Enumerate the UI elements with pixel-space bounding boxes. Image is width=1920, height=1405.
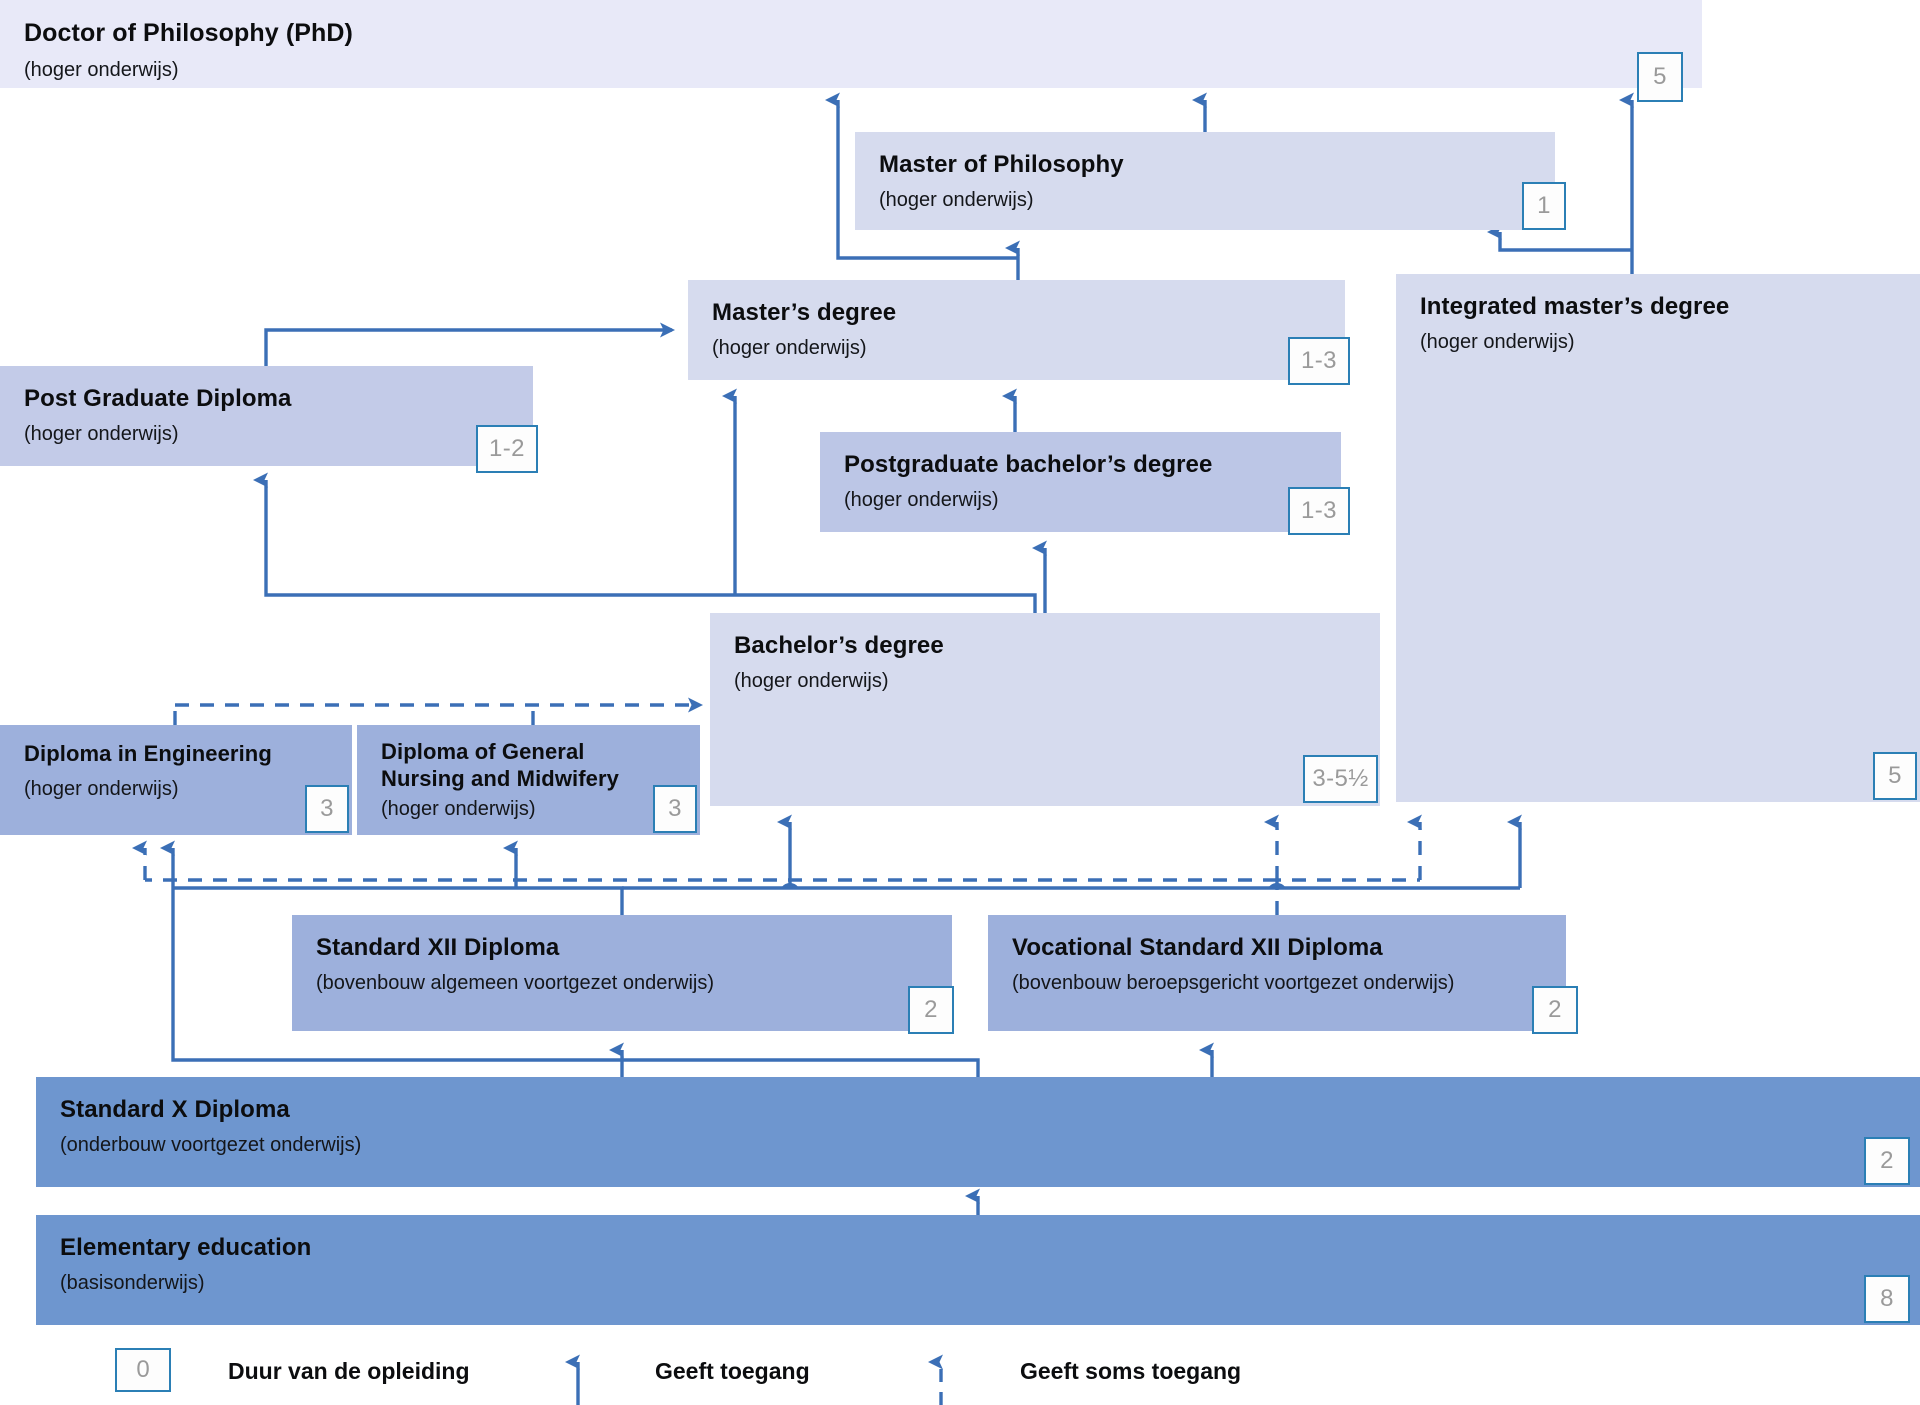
hop-arc-1 <box>781 883 799 890</box>
badge-standard-x-diploma-duration: 2 <box>1864 1137 1910 1185</box>
node-elementary-education-subtitle: (basisonderwijs) <box>60 1272 205 1295</box>
node-elementary-education[interactable]: Elementary education (basisonderwijs) <box>36 1215 1920 1325</box>
node-integrated-masters-degree[interactable]: Integrated master’s degree (hoger onderw… <box>1396 274 1920 802</box>
node-vocational-standard-xii-diploma-title: Vocational Standard XII Diploma <box>1012 934 1383 961</box>
node-postgraduate-bachelors-degree-title: Postgraduate bachelor’s degree <box>844 451 1213 478</box>
node-standard-xii-diploma-subtitle: (bovenbouw algemeen voortgezet onderwijs… <box>316 972 715 995</box>
badge-master-of-philosophy-duration: 1 <box>1522 182 1566 230</box>
node-phd-title: Doctor of Philosophy (PhD) <box>24 19 353 47</box>
badge-postgraduate-bachelors-degree-duration: 1-3 <box>1288 487 1350 535</box>
badge-masters-degree-duration: 1-3 <box>1288 337 1350 385</box>
badge-standard-xii-diploma-duration: 2 <box>908 986 954 1034</box>
node-diploma-nursing-midwifery[interactable]: Diploma of General Nursing and Midwifery… <box>357 725 700 835</box>
legend-access-label: Geeft toegang <box>655 1358 810 1384</box>
node-standard-x-diploma[interactable]: Standard X Diploma (onderbouw voortgezet… <box>36 1077 1920 1187</box>
badge-bachelors-degree-duration: 3-5½ <box>1303 755 1378 803</box>
node-phd-subtitle: (hoger onderwijs) <box>24 58 179 81</box>
node-post-graduate-diploma[interactable]: Post Graduate Diploma (hoger onderwijs) <box>0 366 533 466</box>
node-integrated-masters-degree-title: Integrated master’s degree <box>1420 293 1730 320</box>
node-masters-degree-title: Master’s degree <box>712 299 897 326</box>
badge-diploma-in-engineering-duration: 3 <box>305 785 349 833</box>
badge-elementary-education-duration: 8 <box>1864 1275 1910 1323</box>
node-diploma-nursing-midwifery-subtitle: (hoger onderwijs) <box>381 797 536 820</box>
hop-arc-2 <box>1268 883 1286 890</box>
legend-sometimes-access-label: Geeft soms toegang <box>1020 1358 1242 1384</box>
legend-duration-badge: 0 <box>115 1348 171 1392</box>
legend-duration-label: Duur van de opleiding <box>228 1358 470 1384</box>
node-master-of-philosophy[interactable]: Master of Philosophy (hoger onderwijs) <box>855 132 1555 230</box>
node-standard-x-diploma-subtitle: (onderbouw voortgezet onderwijs) <box>60 1134 362 1157</box>
node-master-of-philosophy-subtitle: (hoger onderwijs) <box>879 189 1034 212</box>
badge-post-graduate-diploma-duration: 1-2 <box>476 425 538 473</box>
node-bachelors-degree-subtitle: (hoger onderwijs) <box>734 670 889 693</box>
node-diploma-nursing-midwifery-title: Diploma of General Nursing and Midwifery <box>381 739 620 791</box>
node-standard-xii-diploma-title: Standard XII Diploma <box>316 934 560 961</box>
badge-diploma-nursing-midwifery-duration: 3 <box>653 785 697 833</box>
node-post-graduate-diploma-title: Post Graduate Diploma <box>24 385 292 412</box>
badge-integrated-masters-degree-duration: 5 <box>1873 752 1917 800</box>
node-post-graduate-diploma-subtitle: (hoger onderwijs) <box>24 423 179 446</box>
node-master-of-philosophy-title: Master of Philosophy <box>879 151 1124 178</box>
node-standard-xii-diploma[interactable]: Standard XII Diploma (bovenbouw algemeen… <box>292 915 952 1031</box>
badge-vocational-standard-xii-diploma-duration: 2 <box>1532 986 1578 1034</box>
node-masters-degree-subtitle: (hoger onderwijs) <box>712 337 867 360</box>
node-postgraduate-bachelors-degree-subtitle: (hoger onderwijs) <box>844 489 999 512</box>
node-diploma-in-engineering-title: Diploma in Engineering <box>24 741 272 766</box>
edge-voc12-bus <box>1275 878 1420 915</box>
node-vocational-standard-xii-diploma[interactable]: Vocational Standard XII Diploma (bovenbo… <box>988 915 1566 1031</box>
node-bachelors-degree[interactable]: Bachelor’s degree (hoger onderwijs) <box>710 613 1380 806</box>
node-vocational-standard-xii-diploma-subtitle: (bovenbouw beroepsgericht voortgezet ond… <box>1012 972 1455 995</box>
edge-std12-bus <box>173 886 624 915</box>
edge-pgd-to-masters <box>264 322 675 366</box>
node-masters-degree[interactable]: Master’s degree (hoger onderwijs) <box>688 280 1345 380</box>
node-standard-x-diploma-title: Standard X Diploma <box>60 1096 290 1123</box>
node-diploma-in-engineering[interactable]: Diploma in Engineering (hoger onderwijs) <box>0 725 352 835</box>
badge-phd-duration: 5 <box>1637 52 1683 102</box>
node-phd[interactable]: Doctor of Philosophy (PhD) (hoger onderw… <box>0 0 1702 88</box>
node-integrated-masters-degree-subtitle: (hoger onderwijs) <box>1420 331 1575 354</box>
node-bachelors-degree-title: Bachelor’s degree <box>734 632 944 659</box>
edge-integrated-to-mphil <box>1487 224 1632 252</box>
node-elementary-education-title: Elementary education <box>60 1234 312 1261</box>
node-diploma-in-engineering-subtitle: (hoger onderwijs) <box>24 777 179 800</box>
node-postgraduate-bachelors-degree[interactable]: Postgraduate bachelor’s degree (hoger on… <box>820 432 1341 532</box>
